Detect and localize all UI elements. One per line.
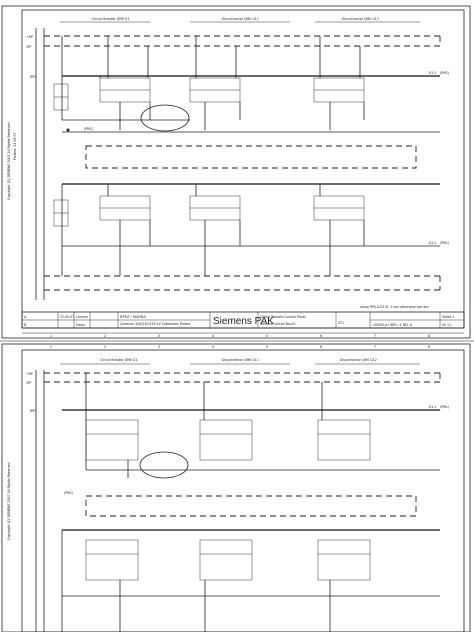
lower-block-1 [61, 184, 151, 270]
tb-sheet: Sheet 1 [442, 315, 454, 319]
s2-right-label-pm1: (PM1) [440, 405, 449, 409]
left-label-pm1: (PM1) [84, 127, 93, 131]
upper-block-2 [189, 36, 241, 130]
s2-upper-block-2 [199, 382, 253, 461]
left-strip-text: Copyright (C) SIEMENS 2007 All Rights Re… [7, 123, 11, 200]
left-label-rpo: RPO [30, 75, 37, 79]
left-strip-text-sheet2: Copyright (C) SIEMENS 2007 All Rights Re… [7, 463, 11, 540]
s2-col-num-8: 8 [428, 345, 430, 349]
s2-col-num-4: 4 [212, 345, 214, 349]
s2-unit-title-ds1: Disconnector QM0 Q11 [222, 358, 259, 362]
tb-checked: Fisser [76, 323, 86, 327]
s2-right-label-x1: -X1:1 [428, 405, 436, 409]
tb-customer: RPEZ / MAPDA [120, 315, 146, 319]
tb-code: ST1 [338, 321, 344, 325]
sheet-1: Copyright (C) SIEMENS 2007 All Rights Re… [1, 5, 471, 339]
s2-col-num-5: 5 [266, 345, 268, 349]
s2-lower-block-1 [85, 539, 139, 632]
drawing-note: along RP/LA.D1.M, 1.xxx otherwise see do… [360, 305, 429, 309]
s2-col-num-7: 7 [374, 345, 376, 349]
unit-title-cb: Circuit Breaker QM0 Q1 [92, 17, 129, 21]
upper-block-3 [313, 36, 365, 130]
s2-unit-title-ds2: Disconnector QM0 Q12 [340, 358, 377, 362]
col-num-1: 1 [50, 334, 52, 338]
right-label-pm1: (PM1) [440, 71, 449, 75]
s2-left-label-pm1: (PM1) [64, 491, 73, 495]
right-label-x1: -X1:1 [428, 71, 436, 75]
s2-col-num-1: 1 [50, 345, 52, 349]
tb-company: Siemens PAK [213, 316, 274, 327]
tb-drawing-no: =D5SSLA+IDPL=1 REL A [372, 323, 413, 327]
right-label-pm1-lower: (PM1) [440, 241, 449, 245]
left-strip-text-2: Plotted: 22.09.07 [13, 132, 17, 160]
left-label-minus: -RP [26, 45, 31, 49]
unit-title-ds1: Disconnector QM0 Q11 [222, 17, 259, 21]
unit-title-ds2: Disconnector QM0 Q12 [342, 17, 379, 21]
col-num-2: 2 [104, 334, 106, 338]
col-num-5: 5 [266, 334, 268, 338]
lower-block-3 [313, 184, 365, 270]
tb-rev-a: A [24, 315, 27, 319]
right-label-x1-lower: -X1:1 [428, 241, 436, 245]
lower-block-2 [189, 184, 241, 270]
left-label-plus: +RP [26, 35, 33, 39]
s2-upper-block-3 [317, 382, 371, 461]
tb-description-2: Remote Control Bay01 [260, 322, 296, 326]
s2-upper-block-1 [85, 373, 139, 478]
col-num-6: 6 [320, 334, 322, 338]
tb-project: Zubelum 500/220/150 kV Substation Projec… [120, 322, 191, 326]
upper-block-1 [61, 36, 151, 130]
col-num-4: 4 [212, 334, 214, 338]
col-num-3: 3 [158, 334, 160, 338]
s2-lower-block-2 [199, 539, 253, 632]
s2-col-num-2: 2 [104, 345, 106, 349]
s2-left-label-rpo: RPO [30, 409, 37, 413]
s2-unit-title-cb: Circuit Breaker QM0 Q1 [100, 358, 137, 362]
tb-description: 500kV Remote Control Panel [260, 315, 306, 319]
tb-rev-b: B [24, 323, 26, 327]
s2-col-num-3: 3 [158, 345, 160, 349]
col-num-7: 7 [374, 334, 376, 338]
s2-left-label-minus: -RP [26, 381, 31, 385]
s2-lower-block-3 [317, 539, 371, 632]
tb-drawn: Lemme [76, 315, 88, 319]
title-block [21, 311, 465, 329]
tb-sheets: Sh 11 [442, 323, 451, 327]
s2-col-num-6: 6 [320, 345, 322, 349]
sheet-2: Copyright (C) SIEMENS 2007 All Rights Re… [1, 343, 471, 632]
s2-left-label-plus: +RP [26, 372, 33, 376]
tb-date: 22.09.07 [60, 315, 74, 319]
col-num-8: 8 [428, 334, 430, 338]
